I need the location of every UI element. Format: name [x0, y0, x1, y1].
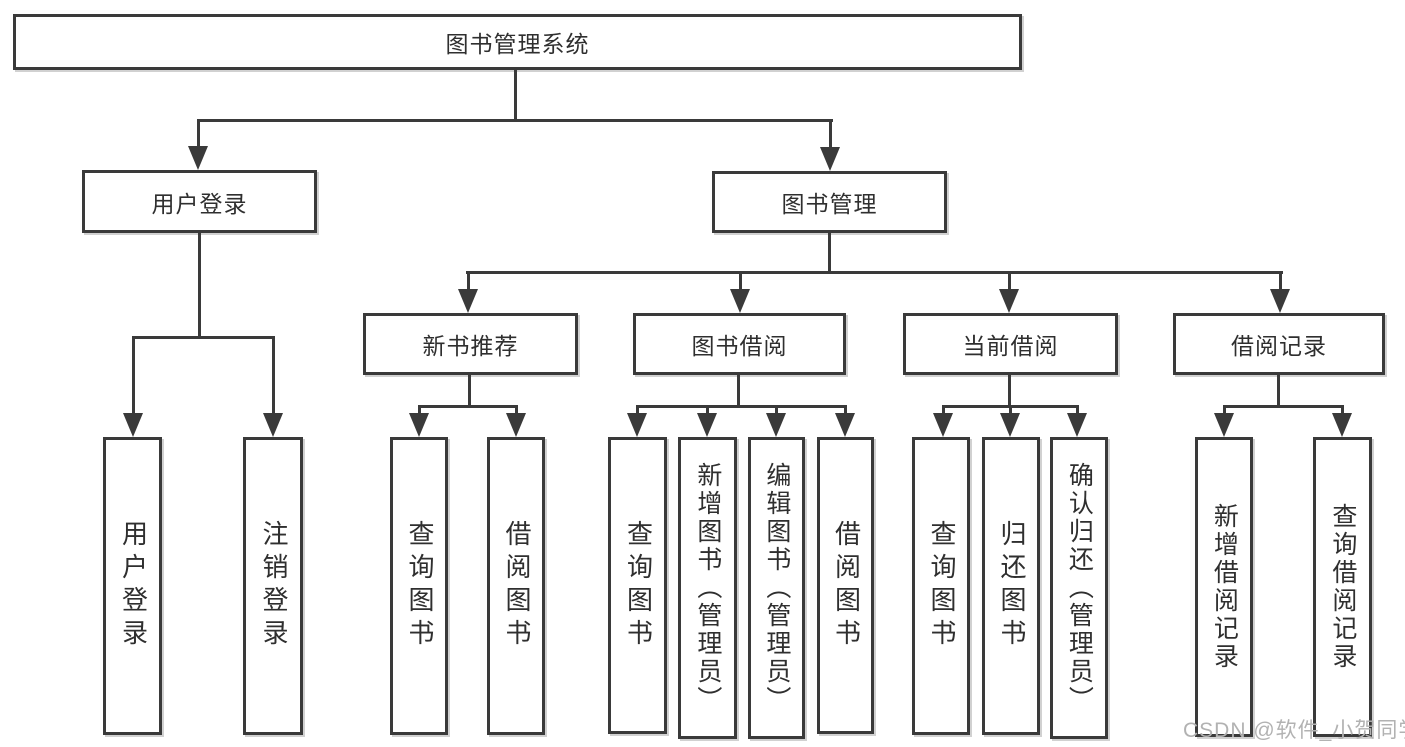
connector-records-leaf1-stub — [1223, 405, 1226, 415]
arrowhead-to-borrow — [730, 289, 750, 313]
node-user-login-label: 用户登录 — [151, 190, 248, 217]
leaf-newbook-borrow: 借阅图书 — [487, 437, 545, 735]
arrowhead-login-leaf2 — [263, 413, 283, 437]
arrowhead-login-leaf1 — [123, 413, 143, 437]
connector-newbook-stem — [468, 375, 471, 407]
arrowhead-records-leaf2 — [1332, 413, 1352, 437]
connector-login-stem — [198, 233, 201, 338]
connector-records-stem — [1277, 375, 1280, 407]
arrowhead-to-login — [188, 146, 208, 170]
connector-level3-rail — [466, 271, 1283, 274]
connector-records-leaf2-stub — [1341, 405, 1344, 415]
leaf-records-add-label: 新增借阅记录 — [1210, 503, 1239, 671]
leaf-logout: 注销登录 — [243, 437, 303, 735]
connector-borrow-stub — [739, 271, 742, 291]
leaf-borrow-add-admin: 新增图书（管理员） — [678, 437, 737, 739]
connector-login-leaf1-stub — [132, 336, 135, 415]
leaf-current-return-label: 归还图书 — [996, 520, 1027, 652]
connector-records-stub — [1279, 271, 1282, 291]
leaf-logout-label: 注销登录 — [258, 520, 289, 652]
connector-current-leaf2-stub — [1009, 405, 1012, 415]
leaf-borrow-search: 查询图书 — [608, 437, 667, 734]
connector-borrow-rail — [636, 405, 847, 408]
leaf-current-confirm-admin: 确认归还（管理员） — [1050, 437, 1108, 739]
leaf-newbook-borrow-label: 借阅图书 — [501, 520, 532, 652]
arrowhead-current-leaf3 — [1067, 413, 1087, 437]
node-book-mgmt-label: 图书管理 — [781, 191, 878, 217]
connector-newbook-rail — [418, 405, 518, 408]
connector-borrow-leaf3-stub — [775, 405, 778, 415]
connector-root-stem — [514, 70, 517, 120]
connector-borrow-leaf4-stub — [844, 405, 847, 415]
connector-current-stub — [1008, 271, 1011, 291]
node-book-borrow: 图书借阅 — [633, 313, 846, 375]
leaf-current-search-label: 查询图书 — [926, 520, 957, 652]
node-new-book-recommend-label: 新书推荐 — [422, 333, 519, 359]
node-borrow-records: 借阅记录 — [1173, 313, 1385, 375]
connector-login-stub — [197, 119, 200, 148]
connector-borrow-stem — [737, 375, 740, 407]
connector-records-rail — [1223, 405, 1344, 408]
node-root-label: 图书管理系统 — [445, 31, 590, 57]
leaf-borrow-edit-admin-label: 编辑图书（管理员） — [762, 462, 791, 714]
node-current-borrow-label: 当前借阅 — [962, 333, 1059, 359]
leaf-current-search: 查询图书 — [912, 437, 970, 735]
connector-current-leaf3-stub — [1076, 405, 1079, 415]
leaf-newbook-search: 查询图书 — [390, 437, 448, 735]
leaf-records-search-label: 查询借阅记录 — [1328, 503, 1357, 671]
connector-newbook-leaf1-stub — [418, 405, 421, 415]
connector-login-leaf2-stub — [272, 336, 275, 415]
arrowhead-to-newbook — [458, 289, 478, 313]
connector-mgmt-stem — [828, 232, 831, 273]
arrowhead-current-leaf1 — [933, 413, 953, 437]
arrowhead-borrow-leaf1 — [627, 413, 647, 437]
node-root: 图书管理系统 — [13, 14, 1022, 70]
csdn-watermark: CSDN @软件_小贺同学 — [1183, 719, 1405, 742]
connector-login-rail — [132, 336, 274, 339]
leaf-current-return: 归还图书 — [982, 437, 1040, 735]
arrowhead-current-leaf2 — [1000, 413, 1020, 437]
connector-borrow-leaf1-stub — [636, 405, 639, 415]
leaf-newbook-search-label: 查询图书 — [404, 520, 435, 652]
leaf-borrow-search-label: 查询图书 — [623, 519, 654, 652]
arrowhead-borrow-leaf3 — [766, 413, 786, 437]
node-user-login: 用户登录 — [82, 170, 317, 233]
connector-newbook-leaf2-stub — [515, 405, 518, 415]
arrowhead-newbook-leaf2 — [506, 413, 526, 437]
leaf-borrow-add-admin-label: 新增图书（管理员） — [693, 462, 722, 714]
node-book-borrow-label: 图书借阅 — [691, 333, 788, 359]
arrowhead-borrow-leaf4 — [835, 413, 855, 437]
arrowhead-to-mgmt — [820, 147, 840, 171]
leaf-user-login-label: 用户登录 — [118, 520, 149, 652]
connector-mgmt-stub — [829, 119, 832, 148]
arrowhead-records-leaf1 — [1214, 413, 1234, 437]
node-book-mgmt: 图书管理 — [712, 171, 947, 233]
arrowhead-to-records — [1270, 289, 1290, 313]
leaf-borrow-borrow: 借阅图书 — [817, 437, 874, 734]
node-borrow-records-label: 借阅记录 — [1231, 333, 1327, 359]
leaf-records-search: 查询借阅记录 — [1313, 437, 1372, 737]
node-current-borrow: 当前借阅 — [903, 313, 1118, 375]
leaf-borrow-borrow-label: 借阅图书 — [831, 519, 862, 652]
connector-level2-rail — [197, 119, 833, 122]
leaf-current-confirm-admin-label: 确认归还（管理员） — [1065, 462, 1094, 714]
node-new-book-recommend: 新书推荐 — [363, 313, 578, 375]
connector-current-leaf1-stub — [942, 405, 945, 415]
leaf-records-add: 新增借阅记录 — [1195, 437, 1253, 737]
leaf-user-login: 用户登录 — [103, 437, 162, 735]
connector-borrow-leaf2-stub — [706, 405, 709, 415]
connector-newbook-stub — [467, 271, 470, 291]
arrowhead-borrow-leaf2 — [697, 413, 717, 437]
arrowhead-newbook-leaf1 — [409, 413, 429, 437]
connector-current-stem — [1008, 375, 1011, 407]
leaf-borrow-edit-admin: 编辑图书（管理员） — [748, 437, 805, 739]
arrowhead-to-current — [999, 289, 1019, 313]
